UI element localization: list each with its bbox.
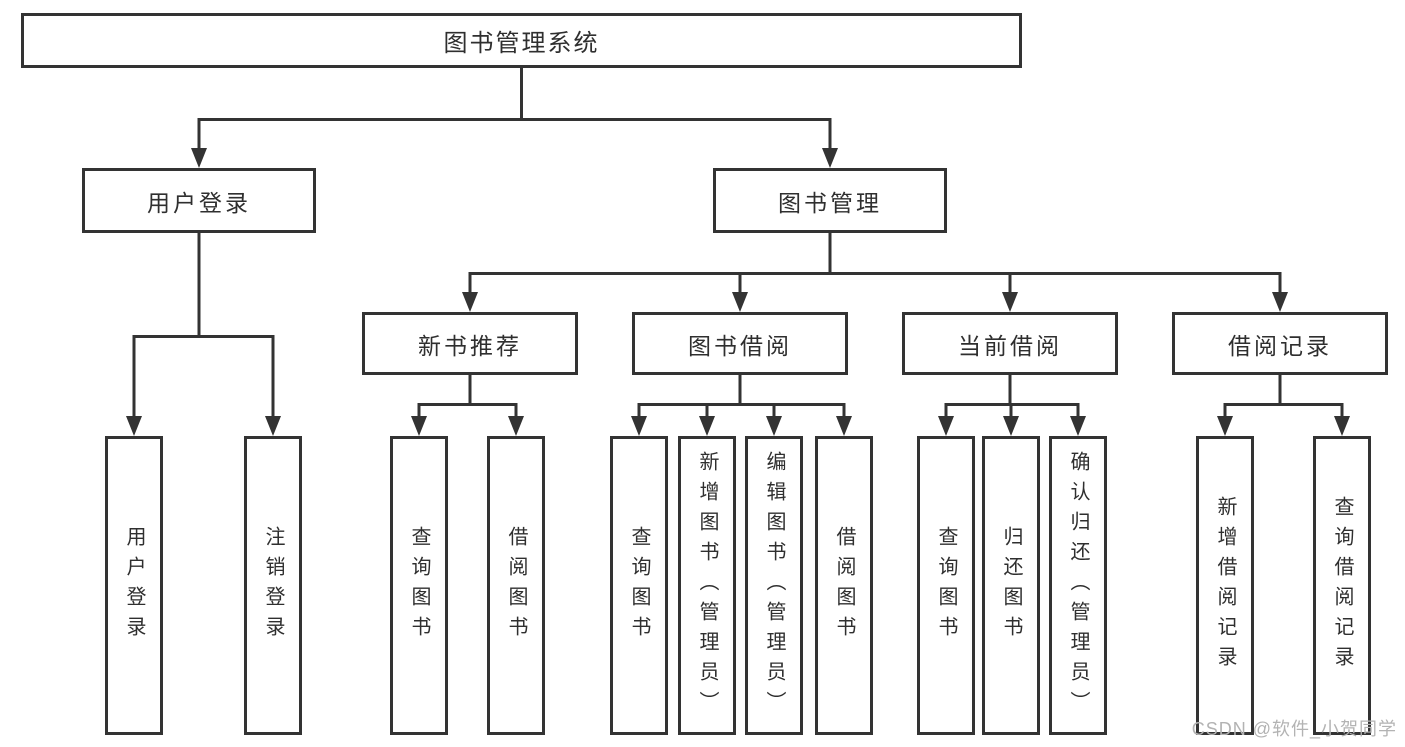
node-label: 用户登录 <box>147 189 251 216</box>
arrow-down-icon <box>699 416 715 436</box>
arrow-down-icon <box>836 416 852 436</box>
node-label: 注销登录 <box>262 525 284 646</box>
node-label: 新增借阅记录 <box>1214 495 1236 676</box>
node-label: 用户登录 <box>123 525 145 646</box>
node-query-books-recommend: 查询图书 <box>390 436 448 735</box>
node-label: 查询图书 <box>935 525 957 646</box>
node-label: 查询借阅记录 <box>1331 495 1353 676</box>
node-label: 借阅记录 <box>1228 332 1332 359</box>
node-user-login-leaf: 用户登录 <box>105 436 163 735</box>
node-label: 图书管理系统 <box>443 30 600 57</box>
node-query-books-borrowing: 查询图书 <box>610 436 668 735</box>
arrow-down-icon <box>822 148 838 168</box>
connector-user-login <box>132 233 275 418</box>
connector-root <box>197 68 832 150</box>
node-confirm-return-admin: 确认归还（管理员） <box>1049 436 1107 735</box>
arrow-down-icon <box>1272 292 1288 312</box>
node-borrow-books-leaf: 借阅图书 <box>815 436 873 735</box>
node-borrow-books-recommend: 借阅图书 <box>487 436 545 735</box>
arrow-down-icon <box>1334 416 1350 436</box>
node-borrow-records: 借阅记录 <box>1172 312 1388 375</box>
arrow-down-icon <box>631 416 647 436</box>
node-label: 查询图书 <box>408 525 430 646</box>
node-label: 查询图书 <box>628 525 650 646</box>
arrow-down-icon <box>462 292 478 312</box>
connector-line-group <box>132 68 1344 418</box>
node-label: 借阅图书 <box>505 525 527 646</box>
node-book-borrowing: 图书借阅 <box>632 312 848 375</box>
arrow-down-icon <box>126 416 142 436</box>
connector-borrow-records <box>1223 375 1344 418</box>
connector-new-book-recommend <box>417 375 518 418</box>
arrow-down-icon <box>766 416 782 436</box>
connector-book-management <box>468 233 1282 294</box>
arrowhead-group <box>126 148 1350 436</box>
arrow-down-icon <box>938 416 954 436</box>
node-query-borrow-record: 查询借阅记录 <box>1313 436 1371 735</box>
arrow-down-icon <box>1217 416 1233 436</box>
node-library-system: 图书管理系统 <box>21 13 1022 68</box>
connector-current-borrowing <box>944 375 1080 418</box>
node-add-book-admin: 新增图书（管理员） <box>678 436 736 735</box>
arrow-down-icon <box>508 416 524 436</box>
node-label: 确认归还（管理员） <box>1067 450 1089 721</box>
node-current-borrowing: 当前借阅 <box>902 312 1118 375</box>
node-logout: 注销登录 <box>244 436 302 735</box>
node-edit-book-admin: 编辑图书（管理员） <box>745 436 803 735</box>
node-label: 图书借阅 <box>688 332 792 359</box>
node-query-books-current: 查询图书 <box>917 436 975 735</box>
node-label: 借阅图书 <box>833 525 855 646</box>
arrow-down-icon <box>1002 292 1018 312</box>
arrow-down-icon <box>265 416 281 436</box>
node-return-books: 归还图书 <box>982 436 1040 735</box>
node-label: 新书推荐 <box>418 332 522 359</box>
arrow-down-icon <box>411 416 427 436</box>
arrow-down-icon <box>732 292 748 312</box>
connector-book-borrowing <box>637 375 846 418</box>
node-label: 图书管理 <box>778 189 882 216</box>
node-user-login: 用户登录 <box>82 168 316 233</box>
arrow-down-icon <box>191 148 207 168</box>
node-label: 新增图书（管理员） <box>696 450 718 721</box>
node-add-borrow-record: 新增借阅记录 <box>1196 436 1254 735</box>
arrow-down-icon <box>1070 416 1086 436</box>
node-label: 当前借阅 <box>958 332 1062 359</box>
node-new-book-recommend: 新书推荐 <box>362 312 578 375</box>
node-label: 归还图书 <box>1000 525 1022 646</box>
node-label: 编辑图书（管理员） <box>763 450 785 721</box>
node-book-management: 图书管理 <box>713 168 947 233</box>
arrow-down-icon <box>1003 416 1019 436</box>
watermark: CSDN @软件_小贺同学 <box>1191 719 1397 739</box>
